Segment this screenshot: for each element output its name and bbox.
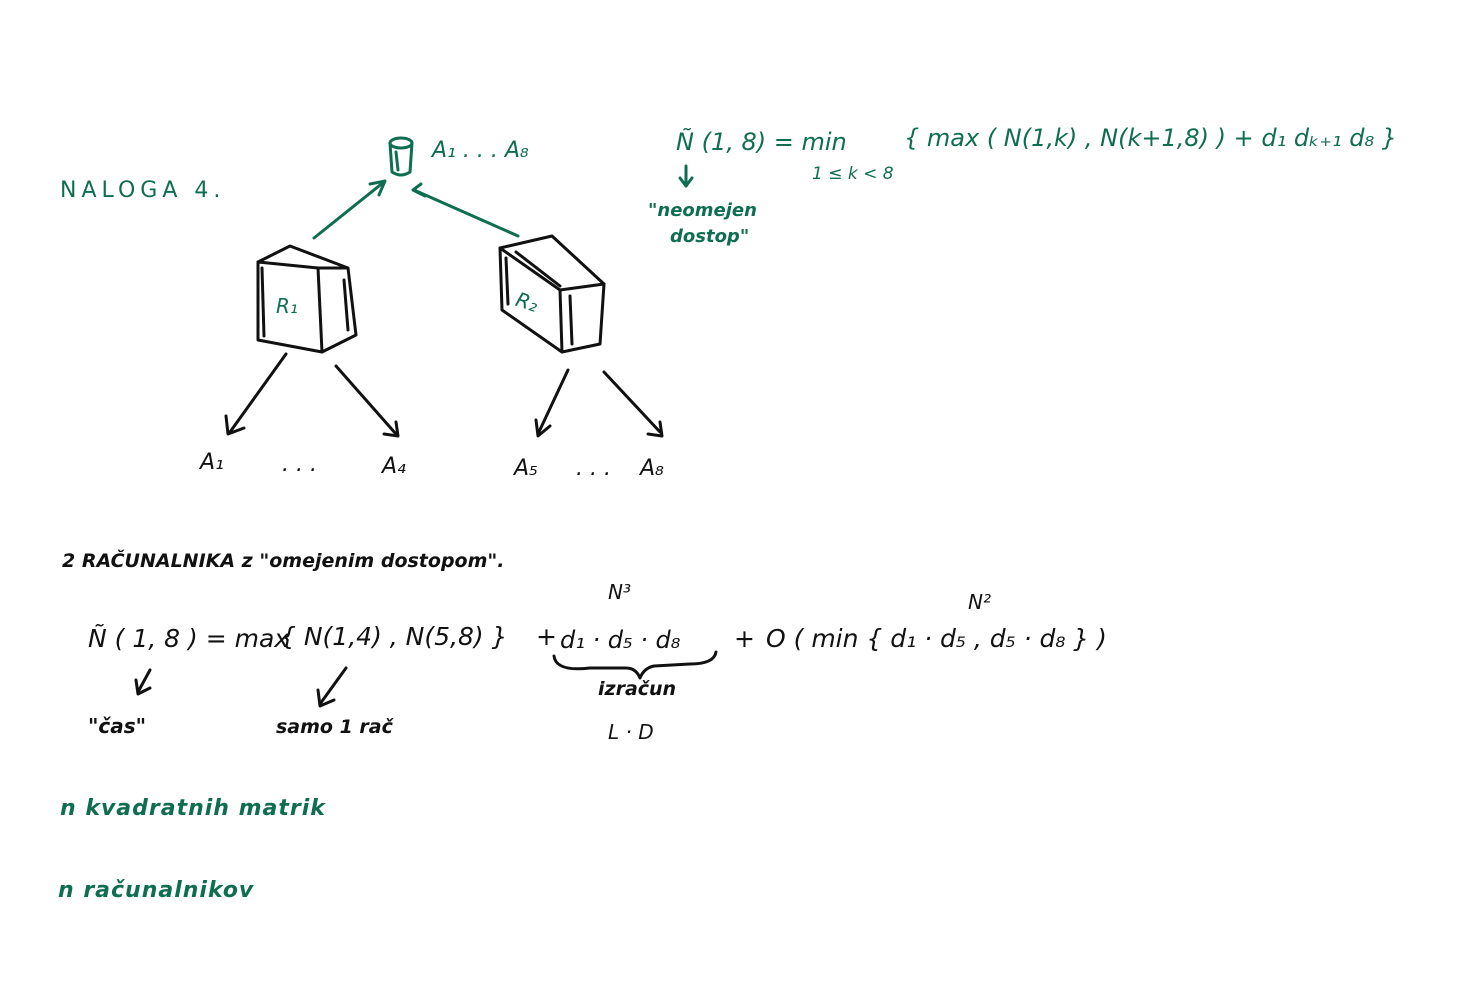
leaf-a1: A₁ [200, 450, 224, 475]
arrow-r2-to-root [411, 182, 520, 238]
cube-r1 [256, 244, 358, 354]
formula2-plus1: + [536, 622, 557, 651]
formula2-big-o: O ( min { d₁ · d₅ , d₅ · d₈ } ) [766, 624, 1107, 653]
arrow-r1-to-a4 [334, 364, 400, 438]
root-label: A₁ . . . A₈ [432, 138, 529, 163]
formula1-subscript: 1 ≤ k < 8 [812, 164, 894, 184]
cube-r2 [498, 234, 606, 354]
formula2-cas: "čas" [88, 714, 147, 738]
arrow-samo [316, 666, 348, 708]
leaf-a5: A₅ [514, 456, 538, 481]
arrow-r2-to-a5 [534, 368, 570, 438]
leaf-dots-right: . . . [576, 456, 611, 481]
database-icon [388, 136, 414, 177]
arrow-r1-to-root [312, 179, 387, 240]
section2-title: 2 RAČUNALNIKA z "omejenim dostopom". [62, 550, 505, 572]
arrow-neomejen [678, 164, 694, 188]
page-title: NALOGA 4. [60, 178, 226, 203]
leaf-dots-left: . . . [282, 452, 317, 477]
formula2-n2: N² [968, 590, 991, 614]
leaf-a8: A₈ [640, 456, 664, 481]
arrow-r2-to-a8 [602, 370, 664, 438]
formula1-note-line1: "neomejen [648, 200, 757, 221]
formula2-plus2: + [734, 624, 755, 653]
note-line2: n računalnikov [58, 878, 255, 903]
formula2-n3: N³ [608, 580, 631, 604]
formula2-samo: samo 1 rač [276, 716, 393, 738]
formula2-ld: L · D [608, 720, 654, 744]
formula1-rhs: { max ( N(1,k) , N(k+1,8) ) + d₁ dₖ₊₁ d₈… [904, 124, 1397, 152]
formula2-izracun: izračun [598, 678, 677, 700]
formula1-lhs: Ñ (1, 8) = min [676, 128, 847, 156]
arrow-cas [134, 668, 152, 696]
node-r1-label: R₁ [276, 294, 298, 318]
leaf-a4: A₄ [382, 454, 406, 479]
formula2-max-args: { N(1,4) , N(5,8) } [280, 622, 508, 651]
arrow-r1-to-a1 [224, 352, 288, 436]
note-line1: n kvadratnih matrik [60, 796, 326, 821]
formula1-note-line2: dostop" [670, 226, 750, 247]
underbrace [552, 650, 718, 680]
formula2-lhs: Ñ ( 1, 8 ) = max [88, 624, 290, 653]
formula2-product: d₁ · d₅ · d₈ [560, 626, 681, 654]
